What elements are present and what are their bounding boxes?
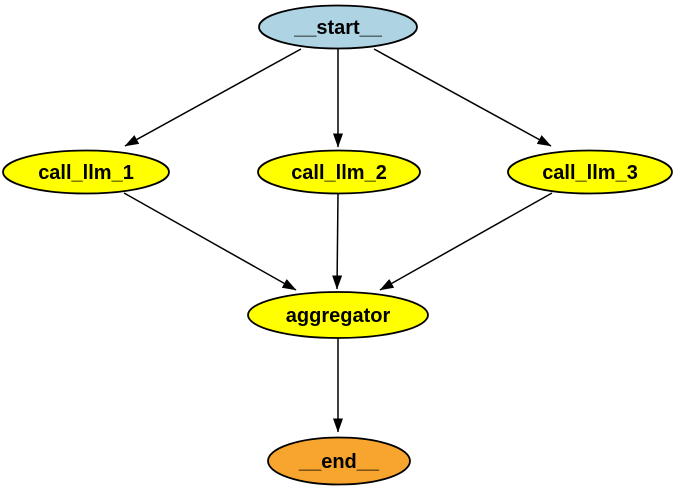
edge-start-to-call_llm_3 [373, 48, 552, 147]
node-label-aggregator: aggregator [286, 305, 391, 327]
node-aggregator: aggregator [247, 291, 429, 339]
node-label-call_llm_2: call_llm_2 [291, 162, 387, 184]
edge-start-to-call_llm_1 [124, 48, 302, 147]
edge-call_llm_3-to-aggregator [379, 192, 553, 291]
node-label-call_llm_3: call_llm_3 [542, 162, 638, 184]
node-label-start: __start__ [293, 17, 383, 39]
node-call_llm_2: call_llm_2 [257, 149, 421, 195]
node-call_llm_3: call_llm_3 [507, 149, 673, 195]
node-end: __end__ [267, 436, 411, 486]
node-ellipse-aggregator [247, 291, 429, 339]
node-label-call_llm_1: call_llm_1 [38, 162, 134, 184]
edges-layer [123, 48, 553, 433]
node-ellipse-end [267, 436, 411, 486]
node-ellipse-call_llm_2 [257, 149, 421, 195]
nodes-layer: __start__ call_llm_1 call_llm_2 call_llm_3a… [2, 4, 673, 486]
node-label-end: __end__ [298, 451, 380, 473]
node-call_llm_1: call_llm_1 [2, 149, 170, 195]
node-ellipse-call_llm_1 [2, 149, 170, 195]
node-start: __start__ [258, 4, 418, 50]
edge-call_llm_2-to-aggregator [332, 193, 343, 290]
node-ellipse-start [258, 4, 418, 50]
node-ellipse-call_llm_3 [507, 149, 673, 195]
edge-call_llm_1-to-aggregator [123, 192, 297, 291]
